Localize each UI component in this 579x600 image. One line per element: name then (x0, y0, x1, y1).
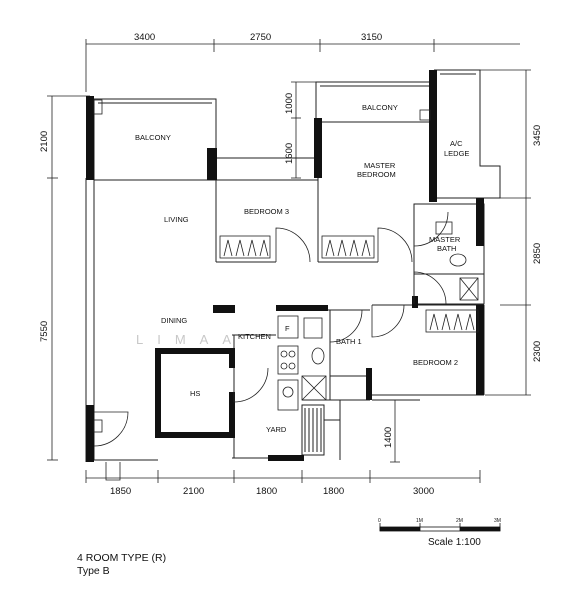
unit-type-title: 4 ROOM TYPE (R) (77, 552, 167, 564)
room-label-living: LIVING (164, 215, 189, 224)
dim-top-3: 3150 (361, 32, 382, 43)
thick-walls (86, 70, 484, 462)
dim-bottom-5: 3000 (413, 486, 434, 497)
wall-outlines (85, 69, 501, 462)
room-label-hs: HS (190, 389, 200, 398)
fridge-label: F (285, 324, 290, 333)
room-label-dining: DINING (161, 316, 187, 325)
scale-tick-1: 1M (416, 518, 423, 524)
room-label-master-bedroom-2: BEDROOM (357, 170, 396, 179)
dim-left-2: 7550 (39, 321, 50, 342)
dim-top-2: 2750 (250, 32, 271, 43)
room-label-bath-1: BATH 1 (336, 337, 362, 346)
room-label-bedroom-2: BEDROOM 2 (413, 358, 458, 367)
scale-tick-2: 2M (456, 518, 463, 524)
room-label-master-bath-1: MASTER (429, 235, 461, 244)
dim-bottom-2: 2100 (183, 486, 204, 497)
wardrobes (219, 235, 479, 333)
room-label-ac-ledge-2: LEDGE (444, 149, 469, 158)
room-label-yard: YARD (266, 425, 287, 434)
dim-top-1: 3400 (134, 32, 155, 43)
dim-inner-1600: 1600 (284, 143, 295, 164)
room-label-ac-ledge-1: A/C (450, 139, 463, 148)
door-swings (93, 211, 449, 481)
room-label-bedroom-3: BEDROOM 3 (244, 207, 289, 216)
dim-inner-1000: 1000 (284, 93, 295, 114)
watermark: LIMAA (136, 332, 245, 347)
unit-type-subtitle: Type B (77, 565, 110, 577)
dim-left-1: 2100 (39, 131, 50, 152)
room-label-master-bedroom-1: MASTER (364, 161, 396, 170)
scale-bar: 0 1M 2M 3M (378, 518, 501, 532)
scale-label: Scale 1:100 (428, 537, 481, 548)
dim-bottom-1: 1850 (110, 486, 131, 497)
scale-tick-0: 0 (378, 518, 381, 524)
dim-right-2: 2850 (532, 243, 543, 264)
room-label-kitchen: KITCHEN (238, 332, 271, 341)
scale-tick-3: 3M (494, 518, 501, 524)
dim-right-1: 3450 (532, 125, 543, 146)
dimension-lines (47, 39, 531, 483)
fixtures (93, 99, 479, 433)
unit-caption: 4 ROOM TYPE (R) Type B (77, 552, 166, 578)
dim-bottom-3: 1800 (256, 486, 277, 497)
dim-inner-1400: 1400 (383, 427, 394, 448)
dim-right-3: 2300 (532, 341, 543, 362)
room-label-balcony-left: BALCONY (135, 133, 171, 142)
room-label-master-bath-2: BATH (437, 244, 456, 253)
room-label-balcony-top: BALCONY (362, 103, 398, 112)
dim-bottom-4: 1800 (323, 486, 344, 497)
